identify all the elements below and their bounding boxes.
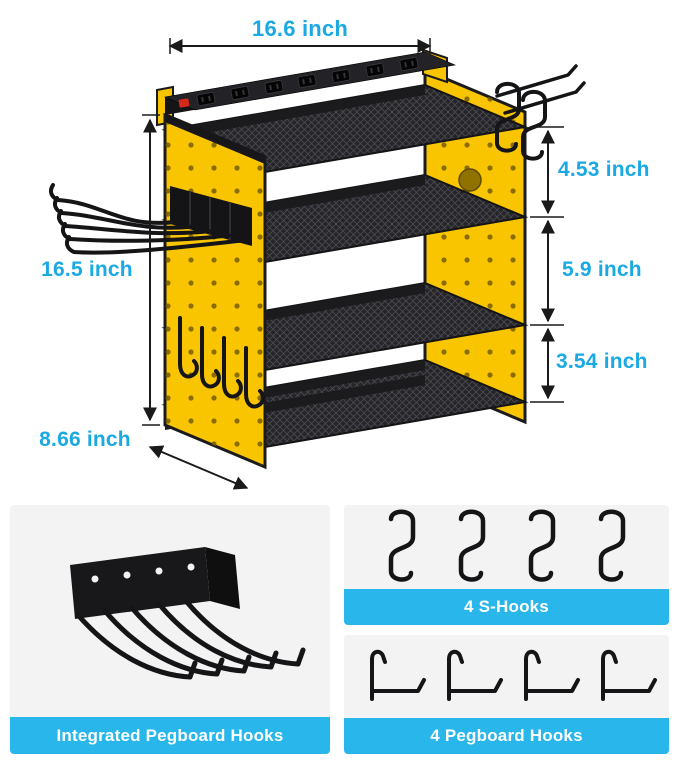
panel-pegboard-hooks: 4 Pegboard Hooks (344, 635, 669, 754)
hanging-j-hooks (178, 316, 265, 409)
dimension-depth-label: 8.66 inch (39, 428, 131, 451)
dimension-arrows (142, 38, 564, 490)
power-switch (178, 98, 190, 108)
dimension-tier3-label: 3.54 inch (556, 350, 648, 373)
panel-label-integrated: Integrated Pegboard Hooks (10, 717, 330, 754)
outlet (196, 92, 216, 106)
left-pegboard-panel (163, 112, 267, 470)
outlet (365, 63, 385, 77)
integrated-pegboard-hooks-illustration (70, 547, 306, 680)
dimension-tier2-label: 5.9 inch (562, 258, 642, 281)
outlet (331, 69, 351, 83)
pegboard-hook-on-rack (495, 64, 578, 98)
outlet (399, 57, 419, 71)
pegboard-hook-on-rack (503, 81, 586, 115)
top-edge-rail (165, 113, 265, 164)
s-hooks-illustration (388, 509, 626, 582)
outlet (297, 74, 317, 88)
panel-label-s-hooks: 4 S-Hooks (344, 589, 669, 625)
s-hook-on-rack (495, 81, 521, 153)
panel-label-pegboard-hooks: 4 Pegboard Hooks (344, 718, 669, 754)
outlet (264, 80, 284, 94)
dimension-arrow-depth (148, 445, 249, 490)
rack-dimension-diagram: 16.6 inch 16.5 inch 8.66 inch 4.53 inch … (39, 16, 650, 490)
rack-illustration (48, 38, 586, 490)
pegboard-hooks-illustration (370, 649, 657, 701)
panel-integrated-hooks: Integrated Pegboard Hooks (10, 505, 330, 754)
outlet (230, 86, 250, 100)
dimension-width-label: 16.6 inch (252, 16, 348, 41)
handle-cutout (458, 168, 482, 192)
dimension-height-label: 16.5 inch (41, 258, 133, 281)
dimension-tier1-label: 4.53 inch (558, 158, 650, 181)
panel-s-hooks: 4 S-Hooks (344, 505, 669, 625)
